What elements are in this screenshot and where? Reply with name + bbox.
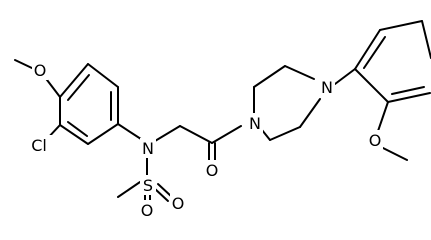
bond-pip-2 — [253, 65, 286, 88]
bond-carbonyl-n-pip — [211, 125, 242, 144]
bond-ring1-c1-c2 — [59, 63, 89, 98]
bond-ring2-inner-1 — [363, 36, 386, 69]
bond-pip-3 — [284, 65, 315, 80]
bond-pip-5 — [261, 129, 271, 141]
atom-s: S — [140, 175, 156, 195]
bond-ring2-o — [376, 101, 389, 135]
atom-label-o-carbonyl: O — [206, 161, 219, 180]
atom-o-methoxy-right: O — [367, 130, 383, 150]
bond-o-methyl-right — [382, 147, 408, 161]
atom-o-sulfonyl-left: O — [170, 193, 186, 213]
bond-ring1-inner-1 — [67, 74, 90, 101]
bond-ring2-1 — [354, 29, 381, 70]
bond-ring2-3 — [421, 20, 431, 59]
bond-ring2-4 — [354, 68, 389, 103]
atom-label-o-methoxy-left: O — [34, 61, 47, 80]
bond-ch2-carbonyl — [179, 125, 213, 144]
bond-ring1-n — [117, 123, 145, 142]
atom-label-n-sulfonamide: N — [142, 139, 154, 158]
atom-label-o-sulfonyl-bottom: O — [141, 201, 154, 220]
atom-cl: Cl — [26, 135, 52, 155]
bond-ring1-c4-c5 — [87, 123, 119, 145]
atom-o-sulfonyl-bottom: O — [139, 200, 155, 220]
bond-ring2-inner-2 — [391, 86, 425, 95]
bond-pip-4 — [269, 126, 301, 141]
bond-s-methyl — [117, 181, 141, 198]
atom-o-methoxy-left: O — [32, 60, 48, 80]
atom-n-piperazine-right: N — [319, 77, 335, 97]
bond-methyl-o-left — [14, 59, 35, 70]
bond-s-o-left-b — [157, 183, 173, 198]
atom-n-piperazine-left: N — [247, 113, 263, 133]
atom-label-cl: Cl — [31, 136, 47, 155]
bond-ring1-inner-3 — [67, 121, 88, 137]
bond-lines — [14, 20, 431, 204]
bond-ring1-c2-c3 — [87, 63, 119, 88]
bond-n-ring2 — [334, 68, 356, 85]
chemical-structure-diagram: O Cl N S O O O N — [14, 20, 431, 220]
bond-ring2-5 — [387, 92, 431, 103]
bond-pip-6 — [299, 98, 321, 128]
atom-label-s: S — [143, 176, 153, 195]
atom-label-o-sulfonyl-left: O — [172, 194, 185, 213]
atom-label-o-methoxy-right: O — [369, 131, 382, 150]
atom-labels: O Cl N S O O O N — [26, 60, 383, 220]
bond-s-o-left-a — [153, 187, 169, 202]
atom-label-n-piperazine-left: N — [249, 114, 261, 133]
bond-ring2-2 — [379, 20, 423, 31]
atom-n-sulfonamide: N — [140, 138, 156, 158]
bond-ring1-c5-c6 — [59, 124, 89, 145]
atom-o-carbonyl: O — [204, 160, 220, 180]
bond-n-ch2 — [154, 125, 181, 142]
atom-label-n-piperazine-right: N — [321, 78, 333, 97]
